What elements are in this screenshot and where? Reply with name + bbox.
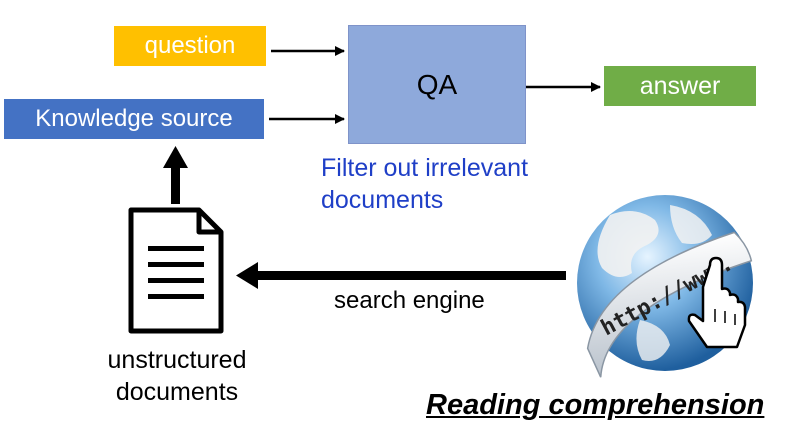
unstructured-line-1: unstructured xyxy=(107,346,247,374)
unstructured-documents-label: unstructured documents xyxy=(97,344,257,408)
reading-comprehension-title: Reading comprehension xyxy=(426,389,765,421)
hand-pointer-icon xyxy=(687,256,747,349)
filter-line-2: documents xyxy=(321,186,444,214)
filter-out-annotation: Filter out irrelevant documents xyxy=(321,152,601,216)
filter-line-1: Filter out irrelevant xyxy=(321,154,529,182)
arrow-search-engine xyxy=(236,262,566,289)
document-icon xyxy=(128,207,224,334)
unstructured-line-2: documents xyxy=(115,378,239,406)
question-node: question xyxy=(114,26,266,66)
knowledge-source-node: Knowledge source xyxy=(4,99,264,139)
globe-icon: http://www. xyxy=(577,195,753,378)
answer-node: answer xyxy=(604,66,756,106)
arrow-docs-to-knowledge xyxy=(163,146,188,204)
search-engine-label: search engine xyxy=(334,287,485,314)
qa-node: QA xyxy=(348,25,526,144)
